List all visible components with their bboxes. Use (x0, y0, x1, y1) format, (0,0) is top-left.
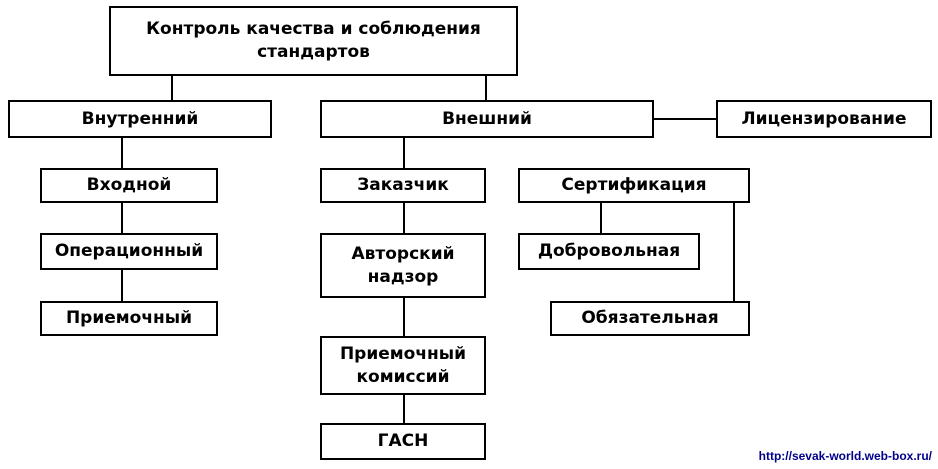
certification-box: Сертификация (518, 168, 750, 203)
root-box: Контроль качества и соблюдения стандарто… (109, 6, 518, 76)
customer-box: Заказчик (320, 168, 486, 203)
mandatory-box: Обязательная (550, 301, 750, 336)
licensing-box: Лицензирование (716, 100, 932, 138)
acceptance-box: Приемочный (40, 301, 218, 336)
gasn-box: ГАСН (320, 423, 486, 460)
external-box: Внешний (320, 100, 654, 138)
acceptance-commission-box: Приемочный комиссий (320, 336, 486, 395)
author-supervision-box: Авторский надзор (320, 233, 486, 298)
internal-box: Внутренний (8, 100, 272, 138)
voluntary-box: Добровольная (518, 233, 700, 270)
incoming-box: Входной (40, 168, 218, 203)
footer-url[interactable]: http://sevak-world.web-box.ru/ (758, 449, 932, 463)
operational-box: Операционный (40, 233, 218, 270)
